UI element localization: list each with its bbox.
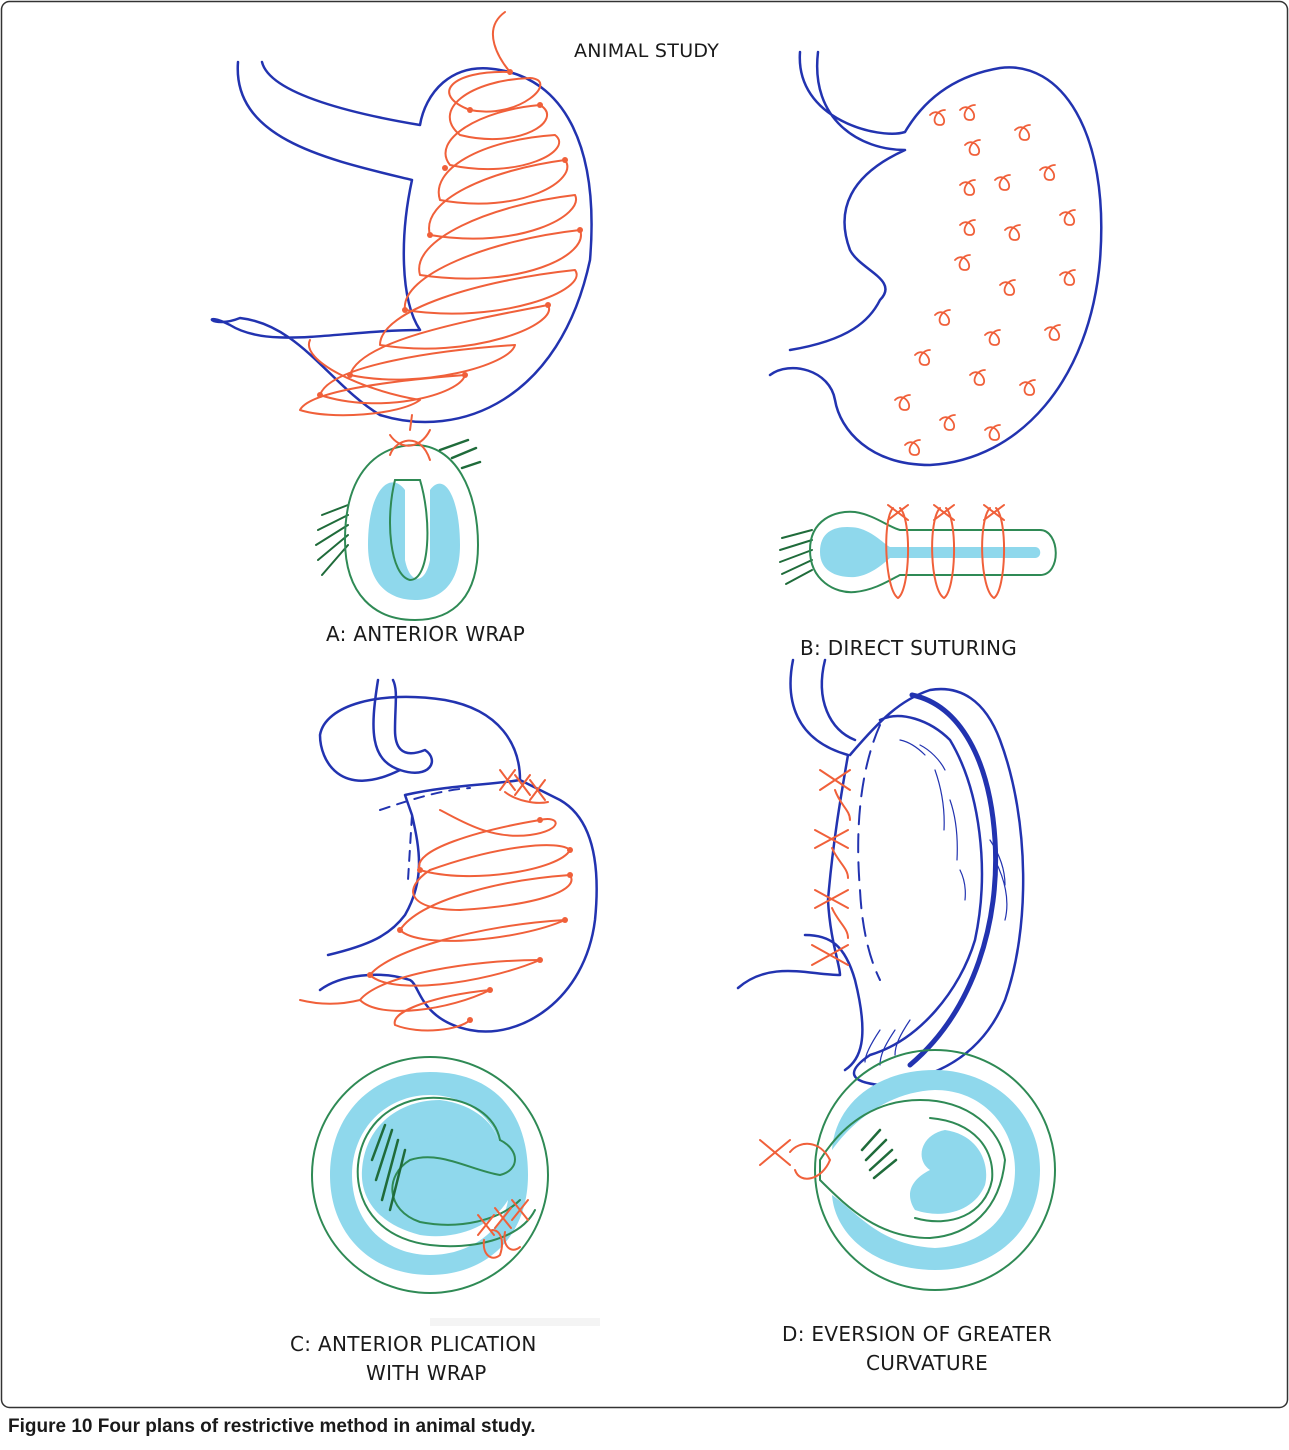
figure-number: Figure 10 [8, 1416, 92, 1437]
caption-text: Four plans of restrictive method in anim… [98, 1416, 536, 1437]
panel-d-label-line2: CURVATURE [866, 1351, 988, 1375]
panel-c-running-suture [300, 810, 572, 1030]
panel-a-label: A: ANTERIOR WRAP [326, 622, 525, 646]
panel-c-cross-section [312, 1057, 548, 1293]
panel-d-stomach [738, 660, 1023, 1085]
figure-border [2, 2, 1288, 1408]
panel-c-stomach [300, 680, 597, 1032]
figure-caption: Figure 10 Four plans of restrictive meth… [8, 1416, 536, 1438]
panel-c-label-line2: WITH WRAP [366, 1361, 487, 1385]
figure-title: ANIMAL STUDY [574, 40, 719, 62]
panel-b-stomach [770, 52, 1101, 465]
panel-a-running-suture [300, 12, 581, 415]
panel-b-label: B: DIRECT SUTURING [800, 636, 1017, 660]
panel-a-stomach [212, 12, 592, 422]
panel-d-label-line1: D: EVERSION OF GREATER [782, 1322, 1052, 1346]
panel-d-cross-section [760, 1050, 1055, 1290]
panel-a-cross-section [316, 415, 480, 620]
panel-c-label-line1: C: ANTERIOR PLICATION [290, 1332, 537, 1356]
panel-b-cross-section [780, 505, 1056, 598]
